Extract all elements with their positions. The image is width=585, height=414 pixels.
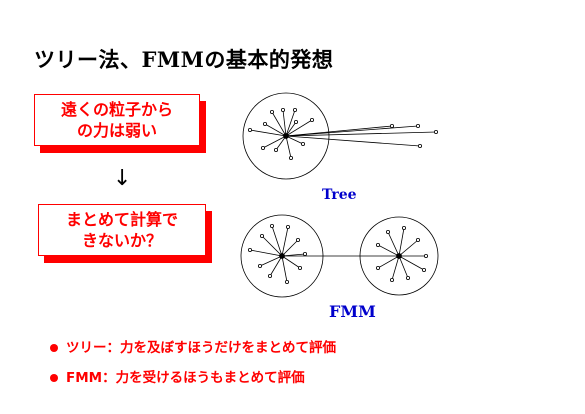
fmm-left-lines <box>249 225 306 283</box>
fmm-center-left <box>279 253 285 259</box>
fmm-center-right <box>396 253 402 259</box>
fmm-particles <box>247 223 428 284</box>
bullet-dot-icon <box>50 344 58 352</box>
tree-label: Tree <box>322 187 357 203</box>
box2: まとめて計算で きないか？ <box>38 204 206 256</box>
fmm-right-lines <box>377 227 426 281</box>
box1: 遠くの粒子から の力は弱い <box>34 94 200 146</box>
box2-line1: まとめて計算で <box>65 210 178 229</box>
bullet-text-tree: ツリー：力を及ぼすほうだけをまとめて評価 <box>66 340 336 356</box>
bullet-item-tree: ツリー：力を及ぼすほうだけをまとめて評価 <box>50 336 336 356</box>
fmm-label: FMM <box>329 302 376 321</box>
box1-line2: の力は弱い <box>76 121 157 140</box>
box2-line2: きないか？ <box>81 231 162 250</box>
bullet-dot-icon <box>50 374 58 382</box>
tree-circle <box>242 92 330 180</box>
fmm-diagram <box>240 214 439 298</box>
tree-diagram <box>242 92 438 180</box>
bullet-text-fmm: FMM：力を受けるほうもまとめて評価 <box>66 370 305 386</box>
tree-center <box>283 133 289 139</box>
tree-particles <box>247 108 438 160</box>
tree-lines <box>249 109 437 159</box>
box1-line1: 遠くの粒子から <box>60 100 173 119</box>
slide-title: ツリー法、FMMの基本的発想 <box>34 47 334 72</box>
bullet-item-fmm: FMM：力を受けるほうもまとめて評価 <box>50 366 305 386</box>
down-arrow: ↓ <box>113 166 132 191</box>
